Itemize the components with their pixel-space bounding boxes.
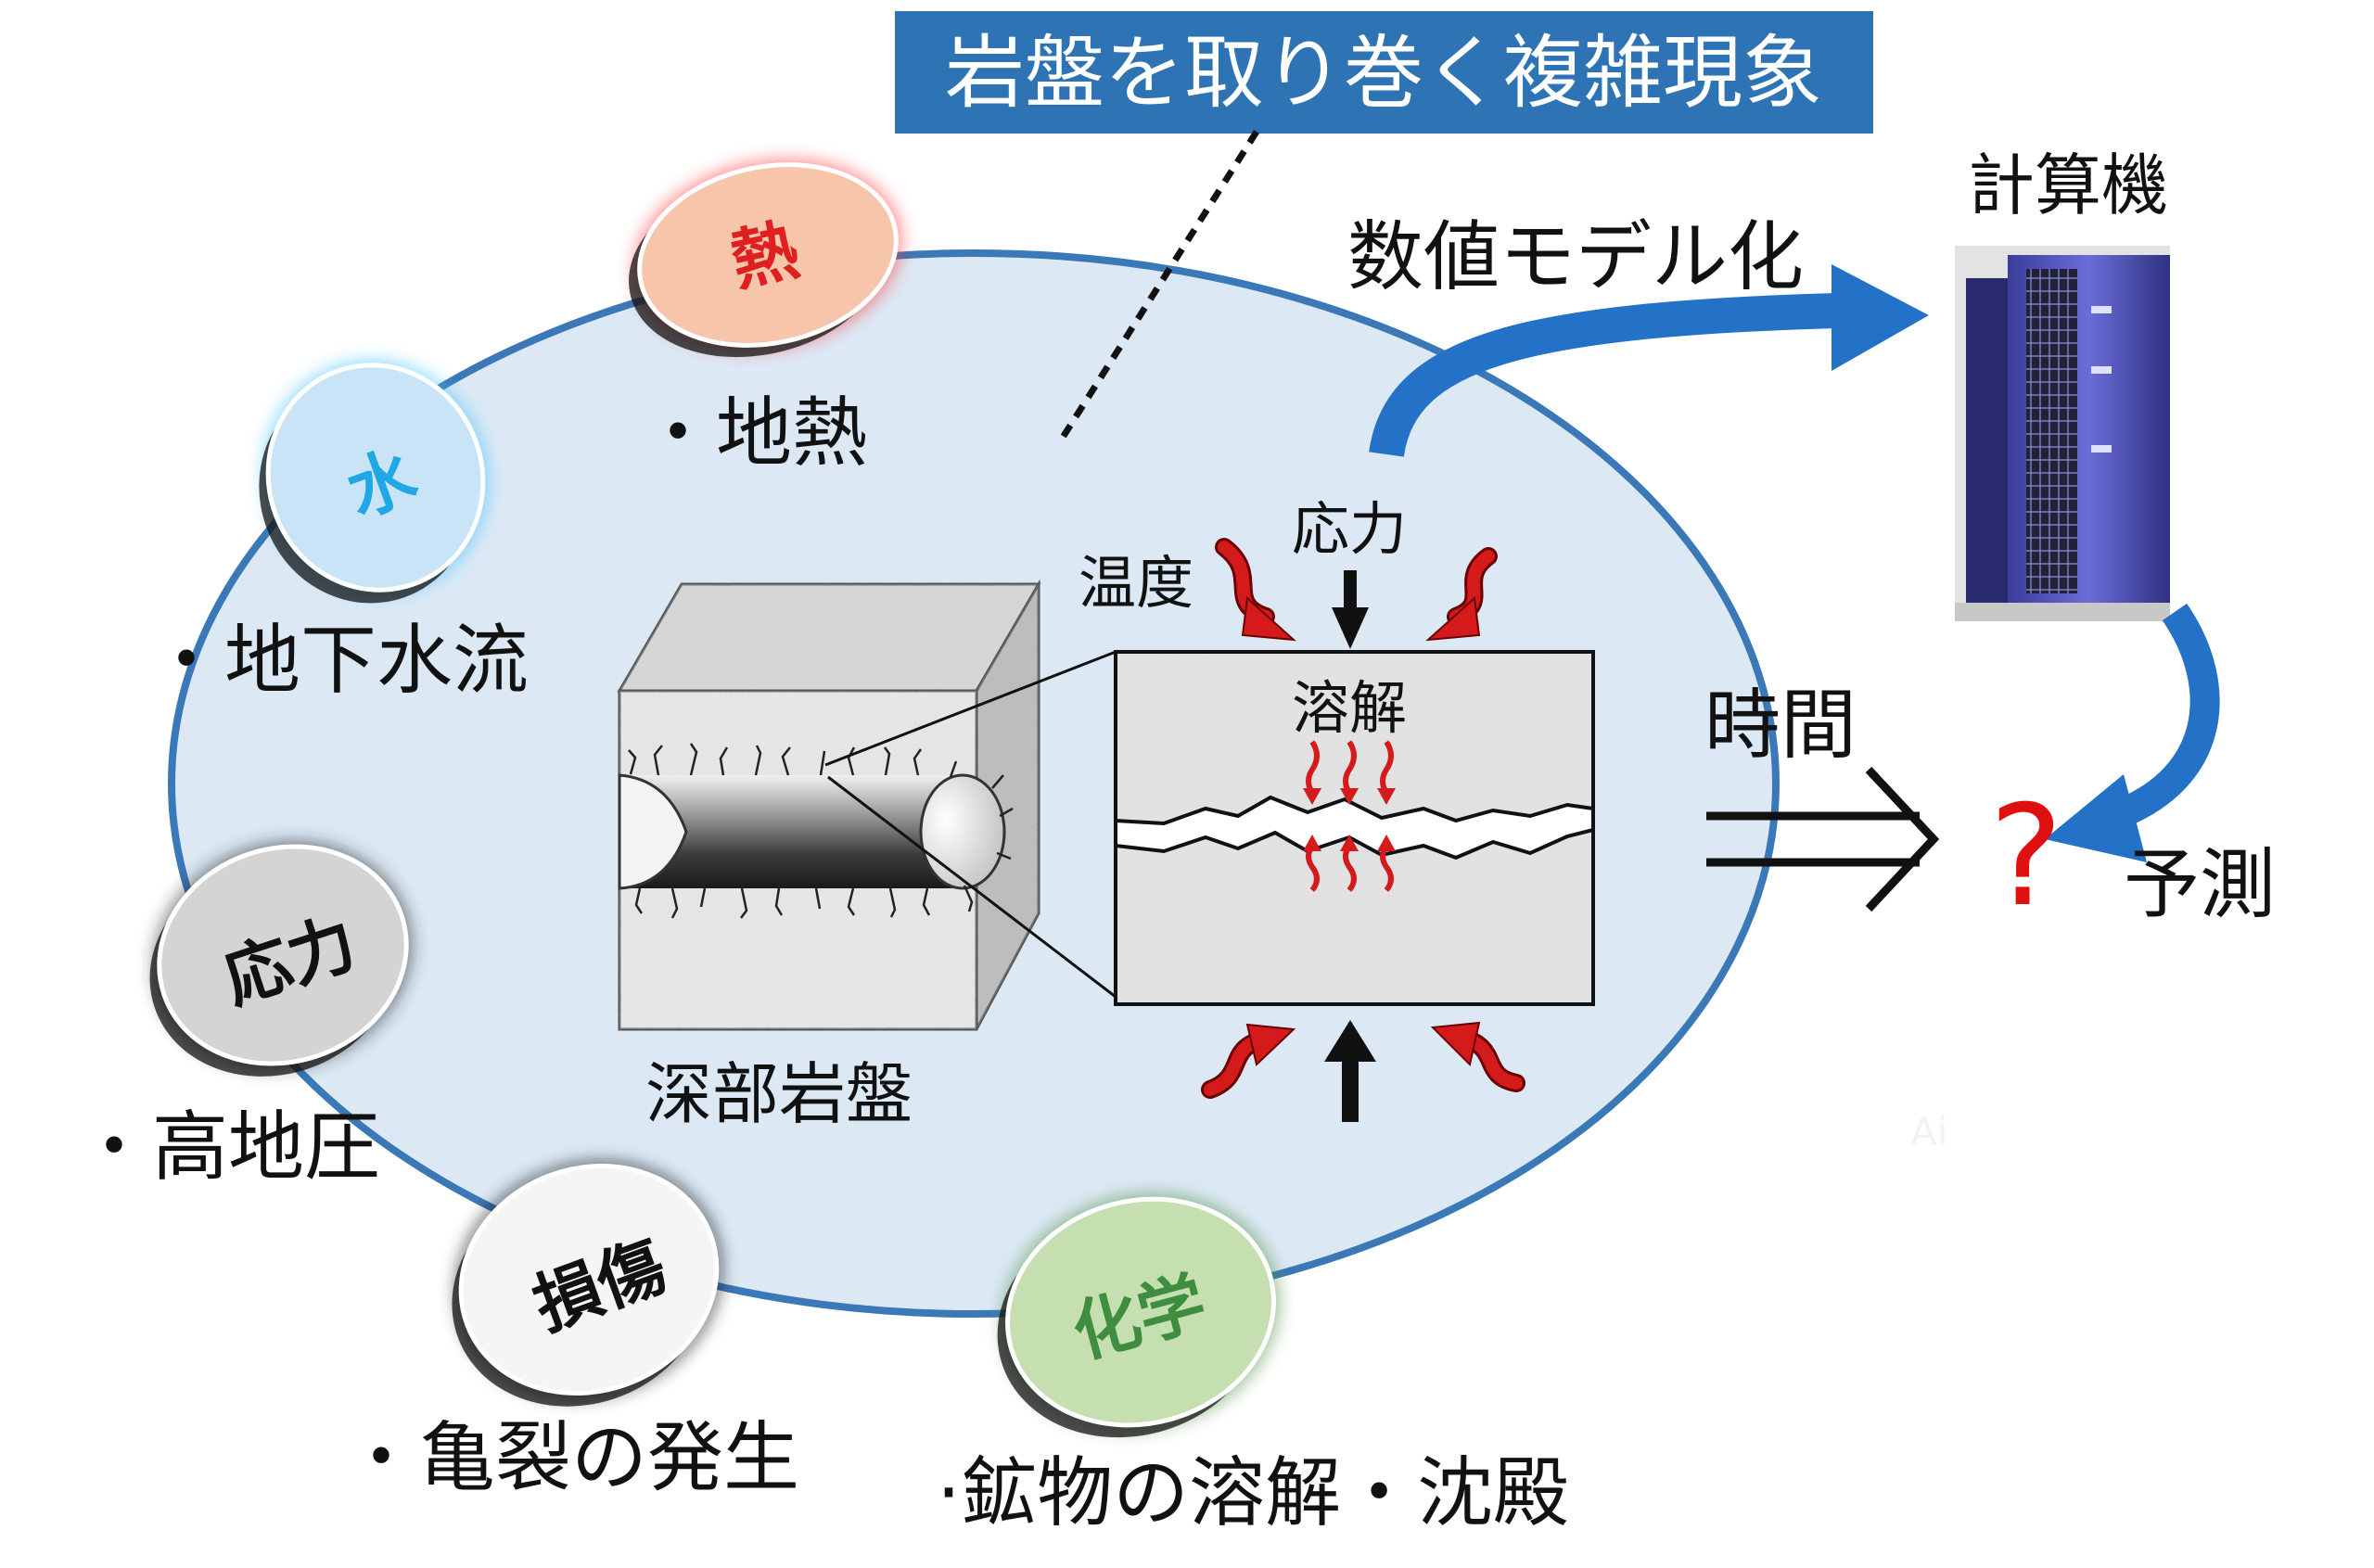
note-mineral: ·鉱物の溶解・沈殿 (937, 1449, 1569, 1537)
deep-rock-label: 深部岩盤 (645, 1055, 913, 1133)
note-geothermal: ・地熱 (640, 389, 868, 478)
badge-water: 水 (259, 359, 489, 604)
note-high-pressure: ・高地圧 (76, 1103, 380, 1192)
temperature-label: 温度 (1079, 549, 1193, 617)
question-mark: ? (1989, 776, 2063, 937)
dissolution-arrows (1303, 740, 1396, 892)
tunnel-cracks-top (628, 743, 958, 778)
fracture-closeup (1114, 650, 1595, 1006)
title-banner: 岩盤を取り巻く複雑現象 (895, 11, 1873, 134)
stress-arrow-bottom (1324, 1020, 1376, 1122)
dissolution-label: 溶解 (1292, 674, 1407, 742)
heat-arrows (1201, 538, 1525, 1099)
modeling-arrow (1369, 264, 1929, 458)
title-pointer-dashed-line (1056, 130, 1259, 445)
deep-rock-block (617, 579, 1041, 1031)
badge-stress: 応力 (149, 840, 413, 1077)
stress-label-closeup: 応力 (1292, 495, 1407, 563)
computer-label: 計算機 (1968, 147, 2168, 224)
note-groundwater: ・地下水流 (148, 617, 529, 705)
tunnel-end (919, 773, 1006, 890)
badge-heat: 熱 (629, 159, 902, 358)
badge-chemistry: 化学 (997, 1193, 1280, 1438)
zoom-line-top (824, 650, 1117, 767)
tunnel-cracks-bottom (634, 774, 1014, 919)
prediction-arrow (2045, 603, 2220, 862)
supercomputer-image (1955, 246, 2170, 621)
zoom-line-bottom (827, 775, 1117, 999)
title-text: 岩盤を取り巻く複雑現象 (945, 27, 1822, 120)
badge-damage: 損傷 (452, 1160, 722, 1407)
watermark-mark: Ai (1910, 1109, 1947, 1154)
time-double-arrow (1706, 766, 1940, 912)
stress-arrow-top (1332, 570, 1369, 649)
time-label: 時間 (1704, 682, 1857, 770)
badge-label: 熱 (724, 210, 806, 300)
modeling-label: 数値モデル化 (1347, 213, 1804, 301)
prediction-label: 予測 (2124, 841, 2276, 929)
note-crack: ・亀裂の発生 (343, 1414, 799, 1502)
